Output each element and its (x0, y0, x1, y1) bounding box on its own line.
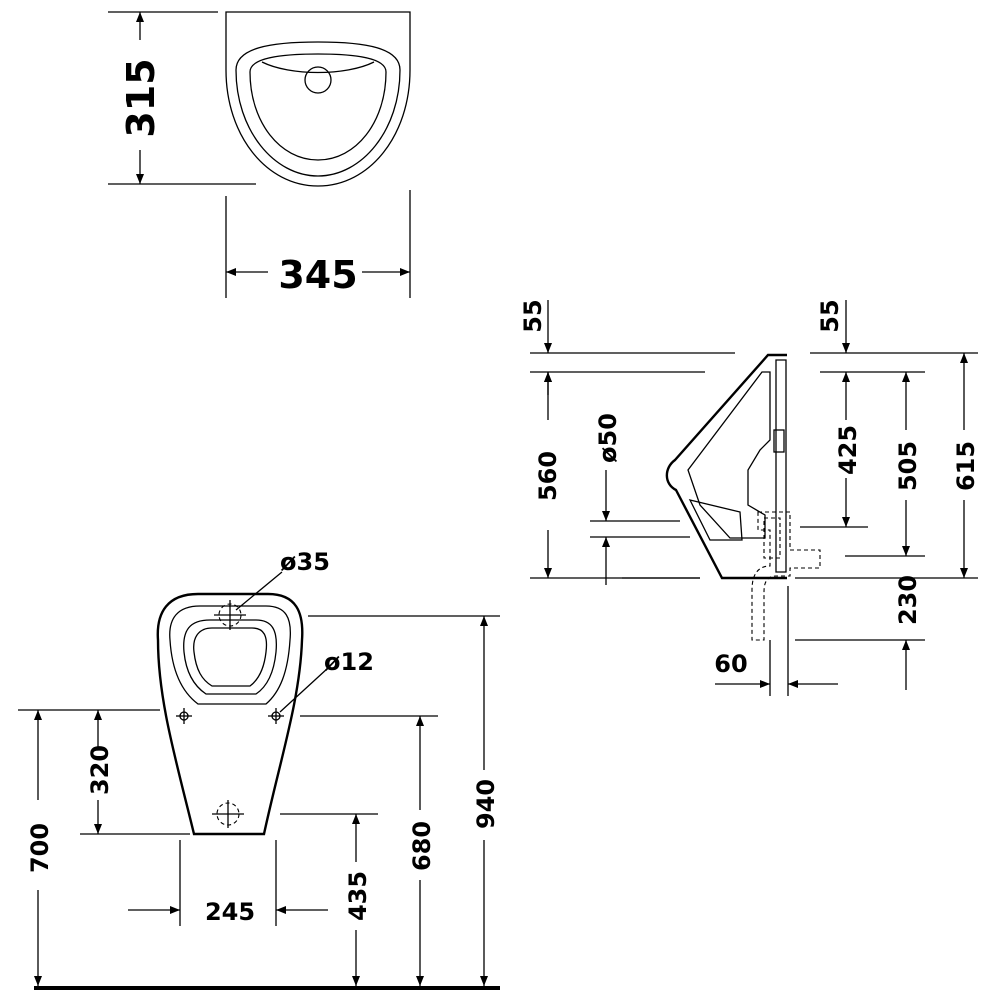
top-view-bowl (249, 53, 387, 161)
side-view-trap (688, 499, 743, 541)
dim-615: 615 (952, 441, 980, 491)
side-view-body (665, 353, 787, 580)
top-view-inner-curve (261, 61, 375, 74)
side-view: 55 560 ø50 55 425 505 615 230 60 (519, 299, 980, 696)
dim-60: 60 (714, 650, 747, 678)
dim-505: 505 (894, 441, 922, 491)
dim-560: 560 (534, 451, 562, 501)
dim-425: 425 (834, 425, 862, 475)
dim-dia-50: ø50 (594, 413, 622, 463)
top-view: 315 345 (108, 11, 411, 298)
front-view-rim (169, 605, 292, 705)
dim-700: 700 (26, 823, 54, 873)
dim-940: 940 (472, 779, 500, 829)
dim-55-right: 55 (816, 299, 844, 332)
dim-680: 680 (408, 821, 436, 871)
front-view: ø35 ø12 320 700 245 (18, 548, 500, 990)
dim-315: 315 (119, 58, 163, 137)
top-view-inlet (304, 66, 332, 94)
dim-435: 435 (344, 871, 372, 921)
side-view-bracket (773, 429, 785, 453)
dim-320: 320 (86, 745, 114, 795)
dim-245: 245 (205, 898, 255, 926)
side-view-inner (687, 371, 771, 539)
dim-230: 230 (894, 575, 922, 625)
top-view-outline (225, 11, 411, 187)
dim-345: 345 (278, 253, 357, 297)
front-view-bowl (183, 619, 278, 695)
top-view-rim (235, 41, 401, 177)
side-view-drain-pipe (751, 511, 821, 641)
dim-dia-12: ø12 (324, 648, 374, 676)
dim-55-left: 55 (519, 299, 547, 332)
dim-dia-35: ø35 (280, 548, 330, 576)
front-view-bowl-inner (193, 627, 268, 687)
front-view-outline (156, 592, 304, 836)
side-view-wall-plate (775, 359, 787, 573)
